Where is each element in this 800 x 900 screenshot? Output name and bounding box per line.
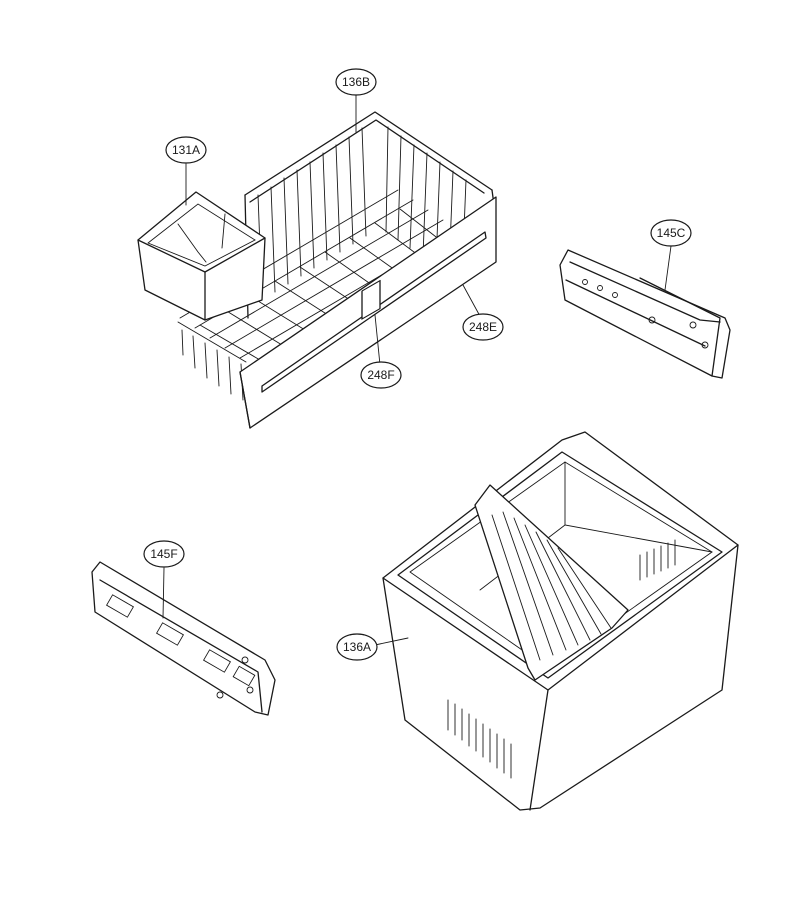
- rail-145C: [559, 249, 731, 379]
- svg-text:248F: 248F: [367, 368, 394, 382]
- wire-basket-136B: [177, 111, 497, 429]
- callout-136B: 136B: [335, 68, 377, 96]
- svg-text:145F: 145F: [150, 547, 177, 561]
- callout-145F: 145F: [143, 540, 185, 568]
- rail-145F: [91, 561, 276, 716]
- callout-136A: 136A: [336, 633, 378, 661]
- svg-text:248E: 248E: [469, 320, 497, 334]
- callout-248E: 248E: [462, 313, 504, 341]
- callout-248F: 248F: [360, 361, 402, 389]
- callout-131A: 131A: [165, 136, 207, 164]
- callout-145C: 145C: [650, 219, 692, 247]
- large-bin-136A: [382, 431, 739, 811]
- svg-text:131A: 131A: [172, 143, 200, 157]
- leader-lines: [162, 94, 672, 646]
- svg-text:136B: 136B: [342, 75, 370, 89]
- svg-text:145C: 145C: [657, 226, 686, 240]
- small-bin-131A: [137, 191, 266, 321]
- svg-text:136A: 136A: [343, 640, 371, 654]
